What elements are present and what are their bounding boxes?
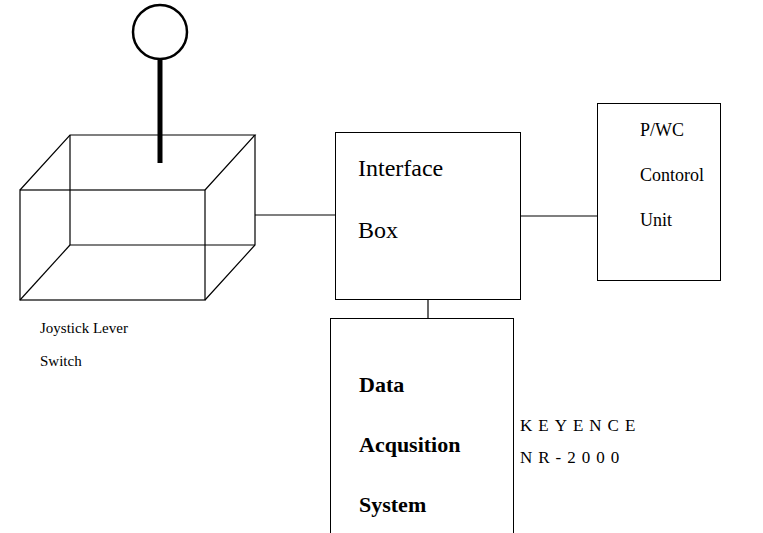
joystick-box-hidden-edge [20,245,70,300]
joystick-box-side [205,135,255,300]
connector-line [428,300,429,318]
box-text: P/WC Contorol Unit [640,108,704,243]
control-unit-box: P/WC Contorol Unit [597,103,721,281]
device-label: KEYENCE NR-2000 [520,410,655,474]
data-acquisition-box: Data Acqusition System [330,318,514,533]
joystick-box-top [20,135,255,190]
joystick-knob [133,5,187,59]
joystick-lever [158,60,163,163]
joystick-cable [255,214,335,215]
box-text: Data Acqusition System [359,355,460,533]
box-text: Interface Box [358,137,443,261]
interface-box: Interface Box [335,132,521,300]
part-label: Joystick Lever Switch [40,312,150,378]
connector-line [521,216,597,217]
